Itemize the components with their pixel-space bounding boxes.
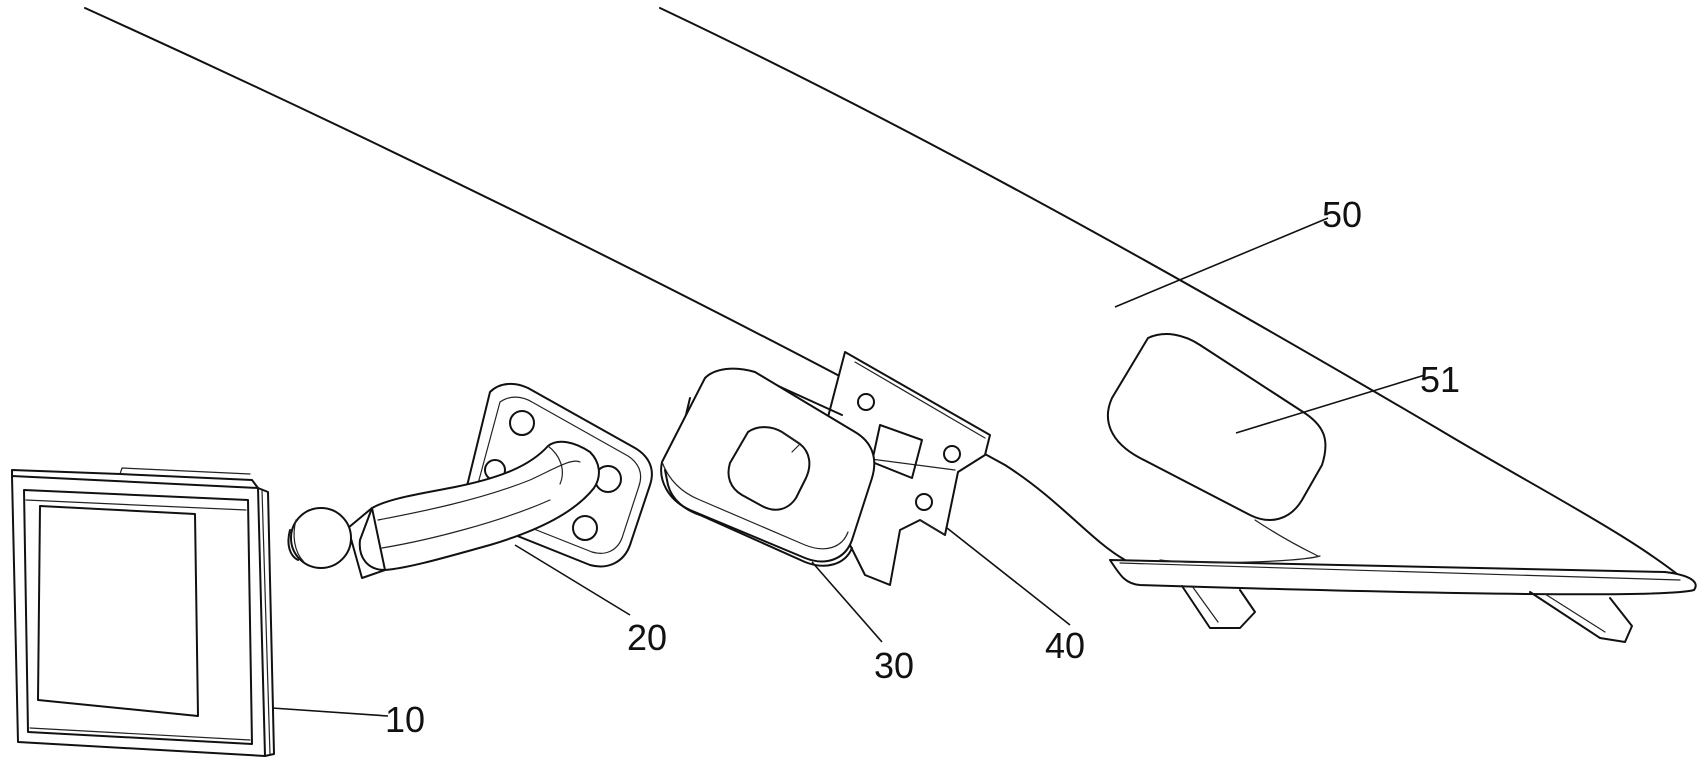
- label-10: 10: [385, 699, 425, 740]
- label-51: 51: [1420, 359, 1460, 400]
- ball-arm: [288, 384, 651, 578]
- label-50: 50: [1322, 194, 1362, 235]
- label-30: 30: [874, 645, 914, 686]
- label-20: 20: [627, 617, 667, 658]
- label-40: 40: [1045, 625, 1085, 666]
- window-opening: [1108, 334, 1326, 556]
- leader-40: [947, 528, 1070, 625]
- leader-10: [272, 708, 388, 716]
- display-screen: [12, 468, 274, 756]
